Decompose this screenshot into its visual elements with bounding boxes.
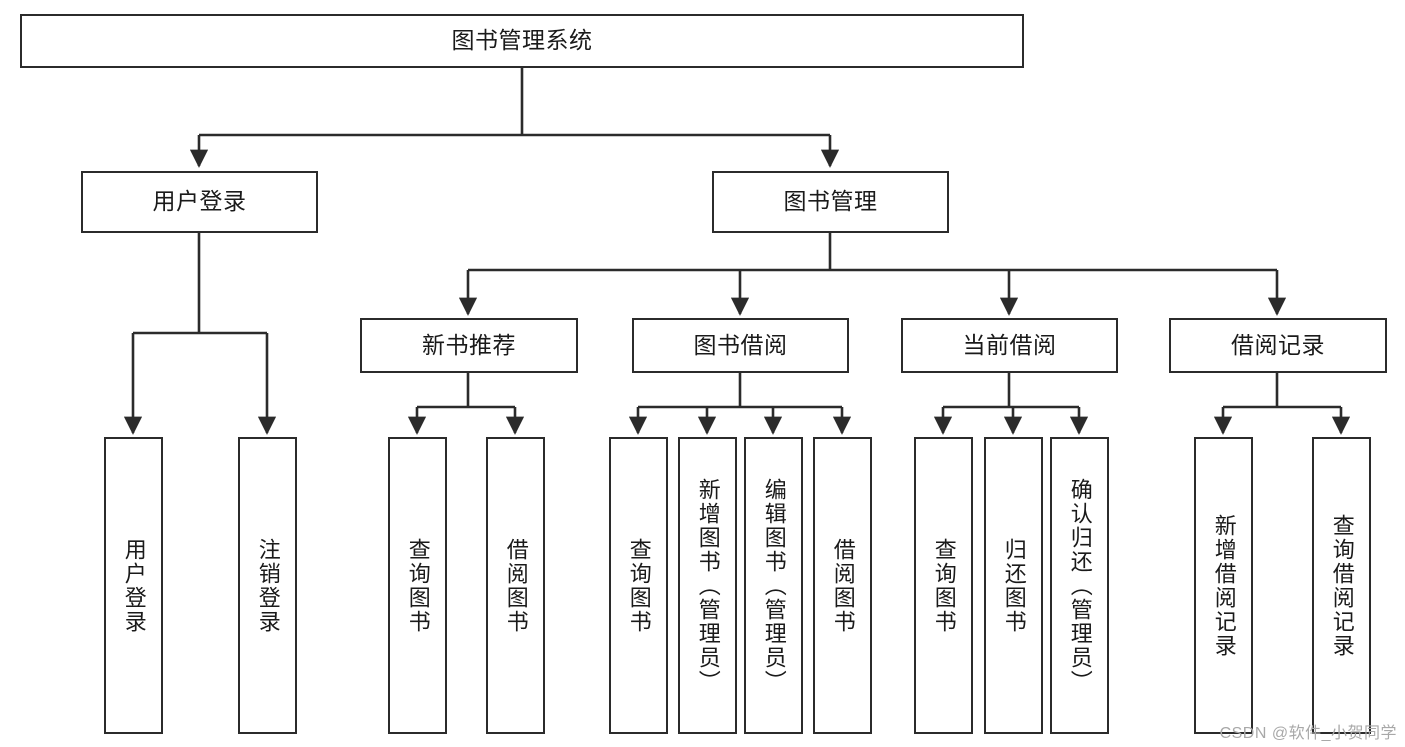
node-leaf-borrow-book-rec[interactable]: 借阅图书 [486,437,545,734]
watermark: CSDN @软件_小贺同学 [1219,725,1397,742]
node-leaf-return-book[interactable]: 归还图书 [984,437,1043,734]
node-leaf-query-book-borrow-label: 查询图书 [626,537,652,634]
node-leaf-query-record[interactable]: 查询借阅记录 [1312,437,1371,734]
node-leaf-borrow-book-borrow-label: 借阅图书 [830,537,856,634]
node-leaf-query-book-current-label: 查询图书 [931,537,957,634]
node-current-borrow[interactable]: 当前借阅 [901,318,1118,373]
node-leaf-add-record[interactable]: 新增借阅记录 [1194,437,1253,734]
node-root[interactable]: 图书管理系统 [20,14,1024,68]
node-leaf-add-record-label: 新增借阅记录 [1211,513,1237,658]
node-user-login[interactable]: 用户登录 [81,171,318,233]
node-leaf-edit-book-label: 编辑图书（管理员） [761,477,787,694]
node-current-borrow-label: 当前借阅 [962,331,1057,358]
node-leaf-borrow-book-rec-label: 借阅图书 [503,537,529,634]
node-book-borrow[interactable]: 图书借阅 [632,318,849,373]
node-leaf-borrow-book-borrow[interactable]: 借阅图书 [813,437,872,734]
node-book-mgmt-label: 图书管理 [783,188,878,215]
node-leaf-confirm-return[interactable]: 确认归还（管理员） [1050,437,1109,734]
node-leaf-query-book-rec-label: 查询图书 [405,537,431,634]
node-leaf-add-book[interactable]: 新增图书（管理员） [678,437,737,734]
node-leaf-query-book-current[interactable]: 查询图书 [914,437,973,734]
node-user-login-label: 用户登录 [152,188,247,215]
node-book-borrow-label: 图书借阅 [693,331,788,358]
node-leaf-edit-book[interactable]: 编辑图书（管理员） [744,437,803,734]
node-leaf-logout-label: 注销登录 [255,537,281,634]
node-book-mgmt[interactable]: 图书管理 [712,171,949,233]
node-leaf-confirm-return-label: 确认归还（管理员） [1067,477,1093,694]
node-leaf-return-book-label: 归还图书 [1001,537,1027,634]
node-new-book-rec[interactable]: 新书推荐 [360,318,578,373]
node-leaf-user-login-label: 用户登录 [121,537,147,634]
node-leaf-user-login[interactable]: 用户登录 [104,437,163,734]
node-leaf-query-record-label: 查询借阅记录 [1329,513,1355,658]
node-leaf-query-book-borrow[interactable]: 查询图书 [609,437,668,734]
node-root-label: 图书管理系统 [451,27,593,54]
node-borrow-record[interactable]: 借阅记录 [1169,318,1387,373]
node-leaf-query-book-rec[interactable]: 查询图书 [388,437,447,734]
node-new-book-rec-label: 新书推荐 [422,331,516,358]
node-leaf-logout[interactable]: 注销登录 [238,437,297,734]
node-borrow-record-label: 借阅记录 [1231,331,1325,358]
node-leaf-add-book-label: 新增图书（管理员） [695,477,721,694]
